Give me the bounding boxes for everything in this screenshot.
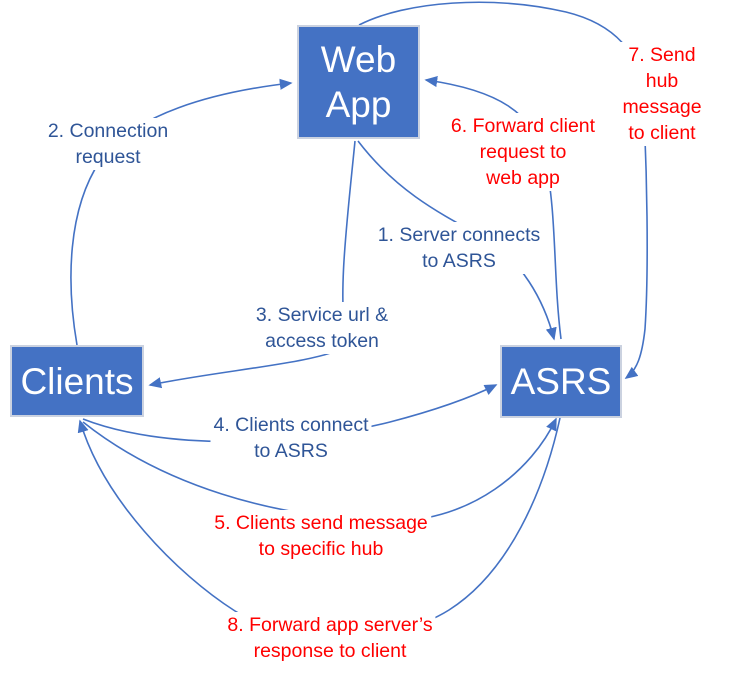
node-web-app-label: Web App [320,39,397,125]
step-label-3: 3. Service url & access token [252,302,392,354]
step-label-6: 6. Forward client request to web app [447,113,599,191]
step-label-2: 2. Connection request [44,118,172,170]
step-label-8: 8. Forward app server’s response to clie… [224,612,436,664]
step-label-5: 5. Clients send message to specific hub [211,510,431,562]
node-clients-label: Clients [20,360,134,402]
node-asrs: ASRS [500,345,622,418]
node-asrs-label: ASRS [510,361,612,402]
step-label-1: 1. Server connects to ASRS [374,222,544,274]
node-web-app: Web App [297,25,420,139]
step-label-4: 4. Clients connect to ASRS [210,412,372,464]
step-label-7: 7. Send hub message to client [619,42,705,146]
node-clients: Clients [10,345,144,417]
